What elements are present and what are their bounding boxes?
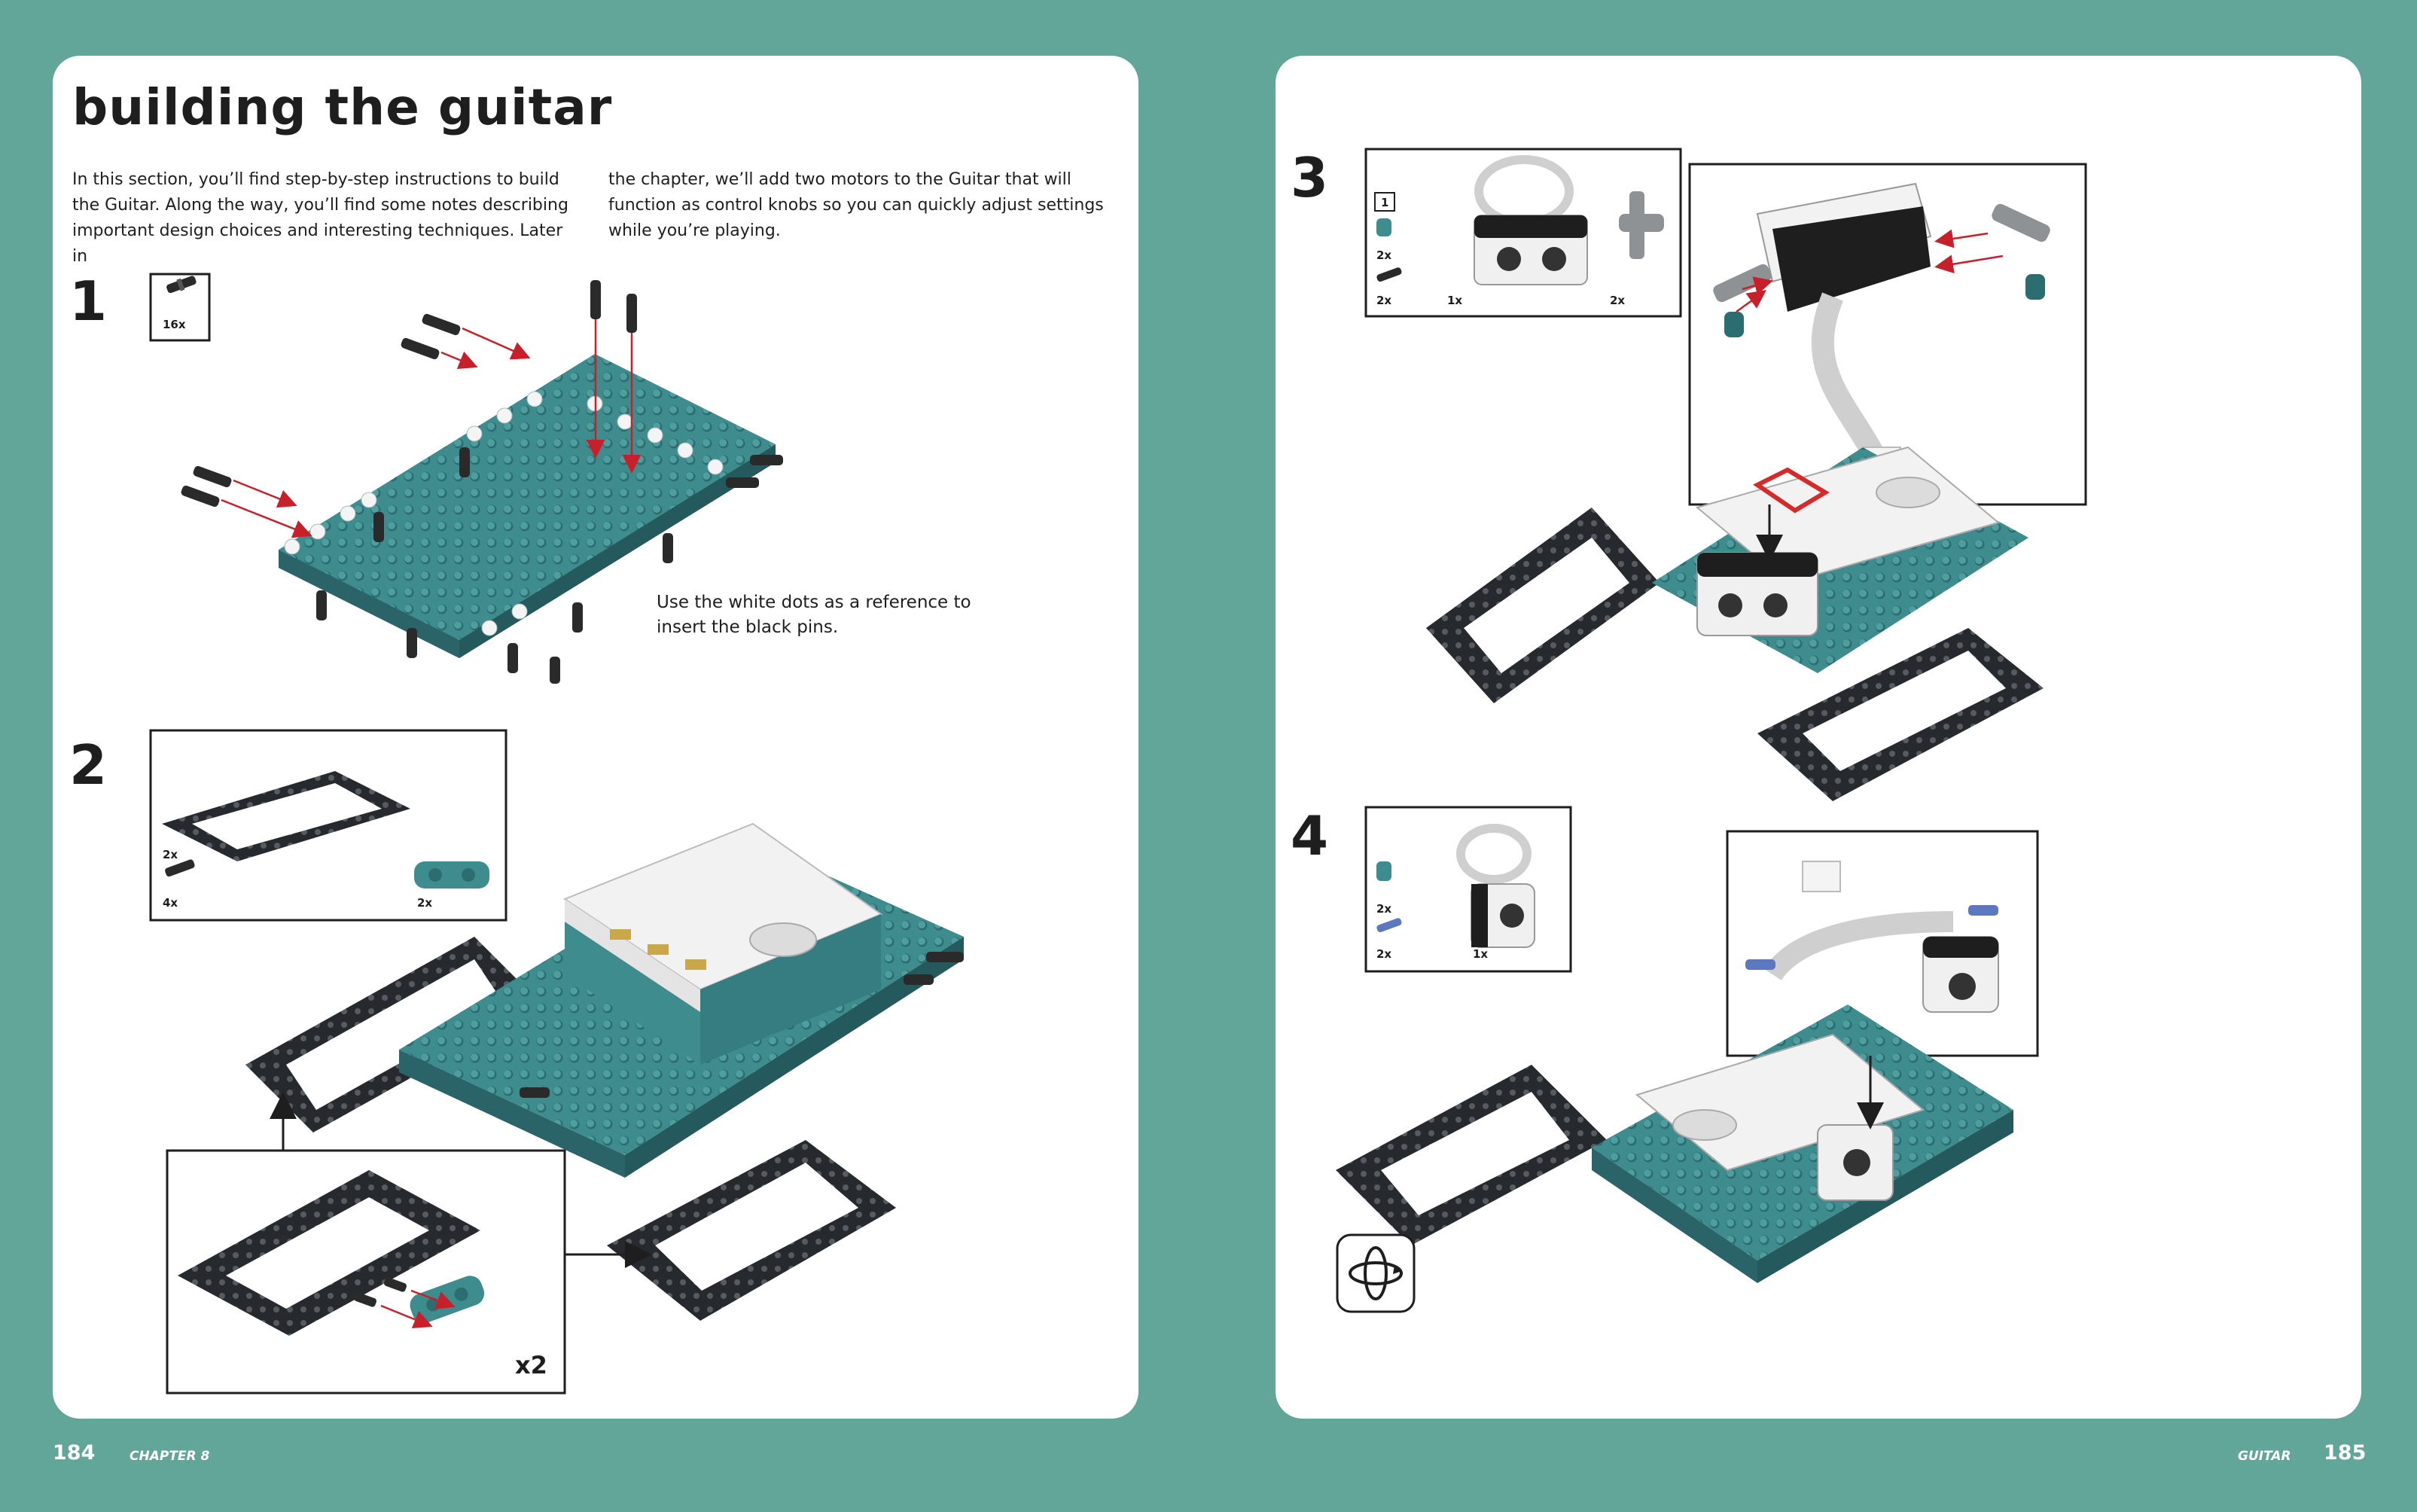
page-title: building the guitar bbox=[72, 78, 613, 136]
step-4-assembly bbox=[1336, 1004, 2013, 1283]
left-running-head: CHAPTER 8 bbox=[130, 1449, 210, 1464]
step-3-assembly bbox=[1426, 446, 2044, 801]
left-illustrations: 16x bbox=[149, 273, 964, 1395]
left-page-number: 184 bbox=[53, 1441, 96, 1465]
step-4-parts-callout: 2x 2x 1x bbox=[1364, 806, 1572, 973]
left-page: building the guitar In this section, you… bbox=[53, 56, 1138, 1419]
step-2-parts-callout: 2x 4x 2x bbox=[149, 729, 507, 922]
step-1-note: Use the white dots as a reference to ins… bbox=[657, 593, 971, 637]
step-3-cable-qty: 1 bbox=[1381, 196, 1388, 209]
step-3-qty-bushing: 2x bbox=[1376, 248, 1391, 262]
step-2-assembly bbox=[245, 822, 964, 1321]
step-4-number: 4 bbox=[1291, 804, 1329, 867]
step-4-qty-pin: 2x bbox=[1376, 947, 1391, 961]
step-1-number: 1 bbox=[69, 270, 108, 333]
step-1-baseplate bbox=[181, 280, 783, 684]
right-page-number: 185 bbox=[2324, 1441, 2367, 1465]
step-4-qty-sensor: 1x bbox=[1473, 947, 1488, 961]
step-3-detail-callout bbox=[1688, 163, 2087, 506]
right-running-head: GUITAR bbox=[2238, 1449, 2291, 1464]
rotate-model-icon bbox=[1336, 1233, 1416, 1313]
step-1-parts-callout: 16x bbox=[149, 273, 211, 342]
step-3-number: 3 bbox=[1291, 146, 1329, 209]
step-2-qty-frame: 2x bbox=[163, 848, 178, 861]
intro-text-column-1: In this section, you’ll find step-by-ste… bbox=[72, 170, 568, 266]
step-4-qty-bushing: 2x bbox=[1376, 902, 1391, 916]
step-2-arrows bbox=[270, 1092, 652, 1268]
intro-text-column-2: the chapter, we’ll add two motors to the… bbox=[608, 170, 1104, 240]
step-3-qty-sensor: 1x bbox=[1447, 294, 1462, 307]
step-4-detail-callout bbox=[1726, 830, 2039, 1057]
step-3-qty-pin: 2x bbox=[1376, 294, 1391, 307]
step-3-parts-callout: 1 2x 2x 1x 2x bbox=[1364, 148, 1682, 318]
right-illustrations: 1 2x 2x 1x 2x bbox=[1336, 148, 2087, 1313]
step-2-qty-connector: 2x bbox=[417, 896, 432, 910]
step-1-qty: 16x bbox=[163, 318, 186, 331]
repeat-label: x2 bbox=[515, 1351, 547, 1379]
step-2-number: 2 bbox=[69, 733, 108, 797]
step-3-qty-connector: 2x bbox=[1610, 294, 1625, 307]
right-page: 3 4 1 2x bbox=[1276, 56, 2361, 1419]
hub bbox=[562, 822, 883, 1065]
step-2-qty-pins: 4x bbox=[163, 896, 178, 910]
step-2-subassembly-callout: x2 bbox=[166, 1149, 566, 1395]
